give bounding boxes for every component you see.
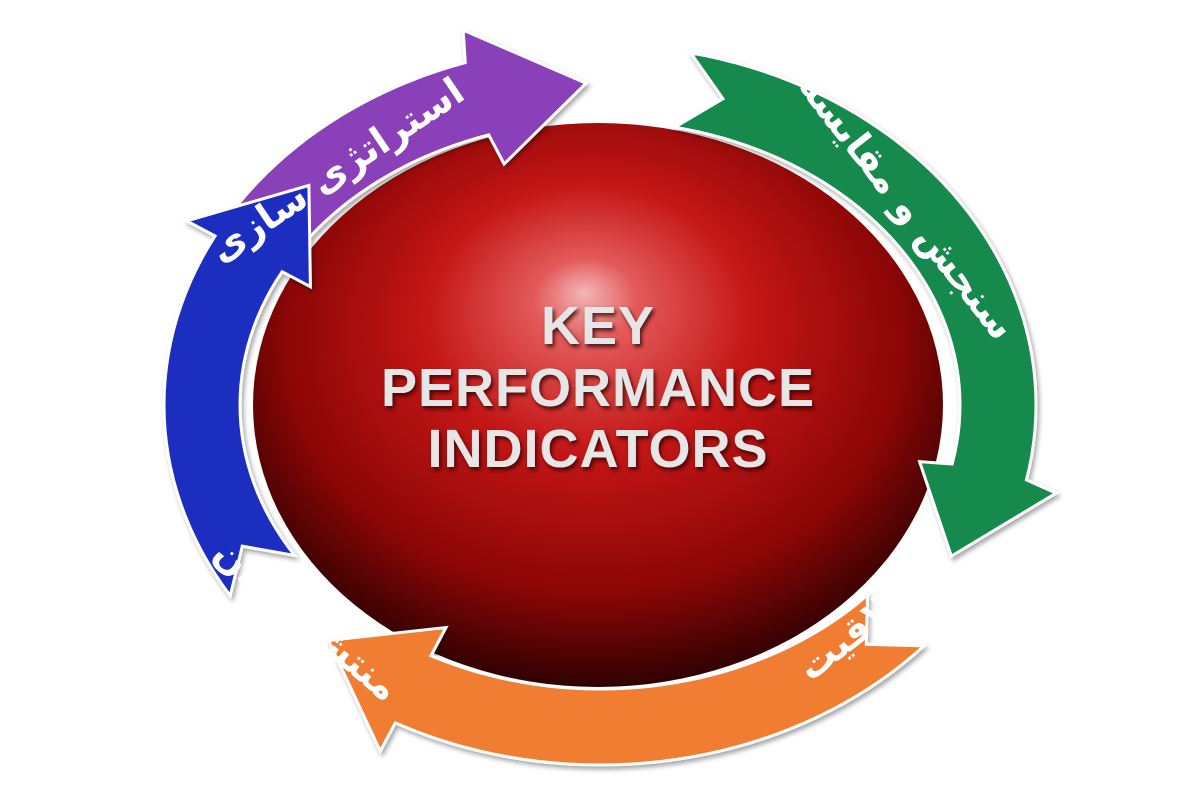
center-title-line-1: KEY	[541, 296, 655, 356]
cycle-arrows	[162, 27, 1060, 767]
arrow-publish	[162, 183, 312, 600]
arrow-benchmark	[670, 50, 1060, 559]
kpi-sphere	[253, 123, 943, 687]
center-title-line-3: INDICATORS	[427, 419, 768, 479]
arrow-creativity	[326, 591, 928, 767]
center-title: KEY PERFORMANCE INDICATORS	[381, 296, 815, 479]
center-title-line-2: PERFORMANCE	[381, 358, 815, 418]
